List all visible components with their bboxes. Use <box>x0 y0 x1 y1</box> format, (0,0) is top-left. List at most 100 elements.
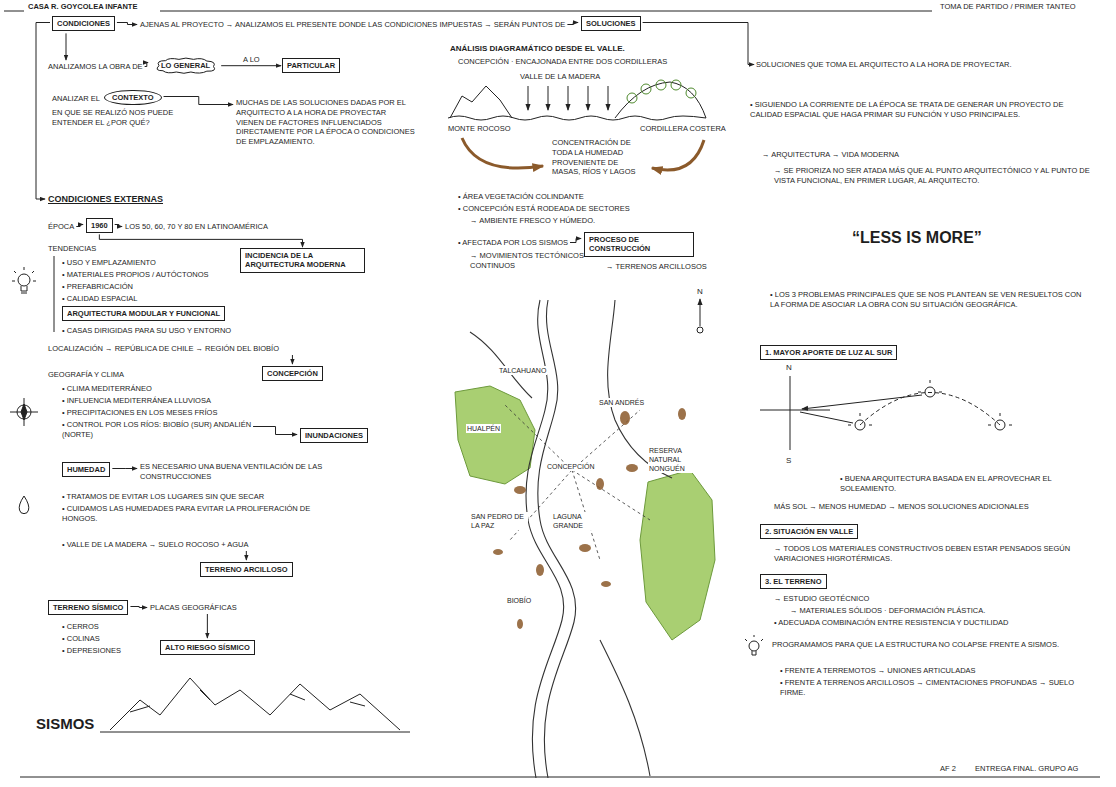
built-area <box>536 564 544 576</box>
mountain-sketch <box>100 678 410 732</box>
concept-box: INCIDENCIA DE LA ARQUITECTURA MODERNA <box>240 248 365 273</box>
mountain-sketch <box>100 732 410 733</box>
diagram-label: VALLE DE LA MADERA <box>520 72 600 82</box>
annotation-arrow <box>130 607 147 608</box>
mountain-sketch <box>110 678 400 730</box>
edge-label: A LO <box>242 55 261 65</box>
note-text: → TODOS LOS MATERIALES CONSTRUCTIVOS DEB… <box>774 544 1104 564</box>
note-text: LOS 50, 60, 70 Y 80 EN LATINOAMÉRICA <box>125 222 268 232</box>
map-label: BIOBÍO <box>506 596 532 605</box>
list-item: → MOVIMIENTOS TECTÓNICOS CONTINUOS <box>470 251 595 271</box>
node-text: 3. EL TERRENO <box>765 577 822 586</box>
annotation-arrow <box>115 225 122 227</box>
note-text: GEOGRAFÍA Y CLIMA <box>48 370 124 380</box>
cloud-outline <box>157 58 215 73</box>
sheet-frame <box>20 777 1100 778</box>
list-item: • CONCEPCIÓN ESTÁ RODEADA DE SECTORES <box>458 204 630 214</box>
rain-arrow <box>528 86 608 110</box>
note-text: ANALIZAR EL <box>52 94 100 104</box>
sheet-frame <box>4 11 24 12</box>
tree-symbol <box>686 88 696 98</box>
note-text: MÁS SOL → MENOS HUMEDAD → MENOS SOLUCION… <box>774 502 1029 512</box>
list-item: • DEPRESIONES <box>62 646 121 656</box>
list-item: • FRENTE A TERREMOTOS → UNIONES ARTICULA… <box>780 666 976 676</box>
soil-box: TERRENO ARCILLOSO <box>200 562 293 577</box>
risk-box: ALTO RIESGO SÍSMICO <box>160 640 255 655</box>
node-text: ALTO RIESGO SÍSMICO <box>165 643 250 652</box>
lightbulb-icon <box>745 635 763 655</box>
list-item: • ADECUADA COMBINACIÓN ENTRE RESISTENCIA… <box>774 618 1104 628</box>
problem-box: 3. EL TERRENO <box>760 574 827 589</box>
list-item: • ÁREA VEGETACIÓN COLINDANTE <box>458 192 584 202</box>
river-line <box>470 332 532 398</box>
list-item: • AFECTADA POR LOS SISMOS <box>458 238 568 248</box>
built-area <box>596 478 604 490</box>
built-area <box>678 408 686 420</box>
valley-section <box>448 116 706 120</box>
annotation-arrow <box>207 614 208 638</box>
node-text: INCIDENCIA DE LA ARQUITECTURA MODERNA <box>245 251 360 270</box>
annotation-arrow <box>570 239 581 243</box>
list-item: • BUENA ARQUITECTURA BASADA EN EL APROVE… <box>840 474 1090 494</box>
node-text: 2. SITUACIÓN EN VALLE <box>765 527 853 536</box>
solution-box: SOLUCIONES <box>581 16 641 31</box>
valley-section <box>450 86 512 118</box>
map-label: SAN ANDRÉS <box>598 398 645 407</box>
rain-arrow <box>548 86 549 110</box>
sheet-footer: ENTREGA FINAL. GRUPO AG <box>975 764 1078 774</box>
diagram-label: CORDILLERA COSTERA <box>640 124 726 134</box>
note-text: LOCALIZACIÓN → REPÚBLICA DE CHILE → REGI… <box>48 344 279 354</box>
list-item: • CUIDAMOS LAS HUMEDADES PARA EVITAR LA … <box>62 504 332 524</box>
north-arrow <box>697 299 703 333</box>
list-item: • COLINAS <box>62 634 100 644</box>
sheet-footer: AF 2 <box>940 764 956 774</box>
built-area <box>620 411 630 425</box>
list-item: • CERROS <box>62 622 99 632</box>
list-item: • CLIMA MEDITERRÁNEO <box>62 384 152 394</box>
built-area <box>493 549 503 555</box>
node-text: LO GENERAL <box>161 61 210 70</box>
node-text: TERRENO ARCILLOSO <box>205 565 288 574</box>
annotation-arrow <box>76 225 83 227</box>
compass-rose <box>10 398 38 426</box>
tree-bracket <box>54 256 55 332</box>
list-item: • INFLUENCIA MEDITERRÁNEA LLUVIOSA <box>62 396 211 406</box>
annotation-arrow <box>567 23 578 25</box>
node-text: TERRENO SÍSMICO <box>53 603 123 612</box>
node-text: ARQUITECTURA MODULAR Y FUNCIONAL <box>67 309 220 318</box>
sun-symbol <box>848 380 1012 430</box>
map-label: SAN PEDRO DE LA PAZ <box>470 512 528 530</box>
concept-box: HUMEDAD <box>62 462 110 477</box>
list-item: • LOS 3 PROBLEMAS PRINCIPALES QUE SE NOS… <box>770 290 1090 310</box>
year-box: 1960 <box>86 218 113 233</box>
map-axis <box>505 405 650 560</box>
north-arrow <box>697 327 703 333</box>
concept-box: TERRENO SÍSMICO <box>48 600 128 615</box>
map-label: HUALPÉN <box>466 424 501 433</box>
tree-symbol <box>656 80 666 90</box>
built-area <box>517 619 523 629</box>
mountain-sketch <box>130 690 365 712</box>
map-label: TALCAHUANO <box>498 366 547 375</box>
sheet-title: CASA R. GOYCOLEA INFANTE <box>28 2 137 12</box>
process-box: PROCESO DE CONSTRUCCIÓN <box>584 232 694 257</box>
sun-symbol <box>855 420 865 430</box>
annotation-arrow <box>66 33 67 60</box>
park-area <box>455 386 535 484</box>
annotation-arrow <box>112 468 137 469</box>
node-text: CONCEPCIÓN <box>267 369 318 378</box>
sun-symbol <box>848 380 1012 425</box>
rain-arrow <box>568 86 569 110</box>
built-area <box>579 544 591 552</box>
note-text: AJENAS AL PROYECTO → ANALIZAMOS EL PRESE… <box>140 20 565 30</box>
list-item: → AMBIENTE FRESCO Y HÚMEDO. <box>470 216 595 226</box>
tree-bracket <box>54 256 55 332</box>
place-box: CONCEPCIÓN <box>262 366 323 381</box>
diagram-label: MONTE ROCOSO <box>448 124 511 134</box>
city-map <box>455 299 715 778</box>
concept-cloud: LO GENERAL <box>151 56 220 75</box>
list-item: • CASAS DIRIGIDAS PARA SU USO Y ENTORNO <box>62 326 231 336</box>
map-label: RESERVA NATURAL NONGUÉN <box>648 446 712 473</box>
